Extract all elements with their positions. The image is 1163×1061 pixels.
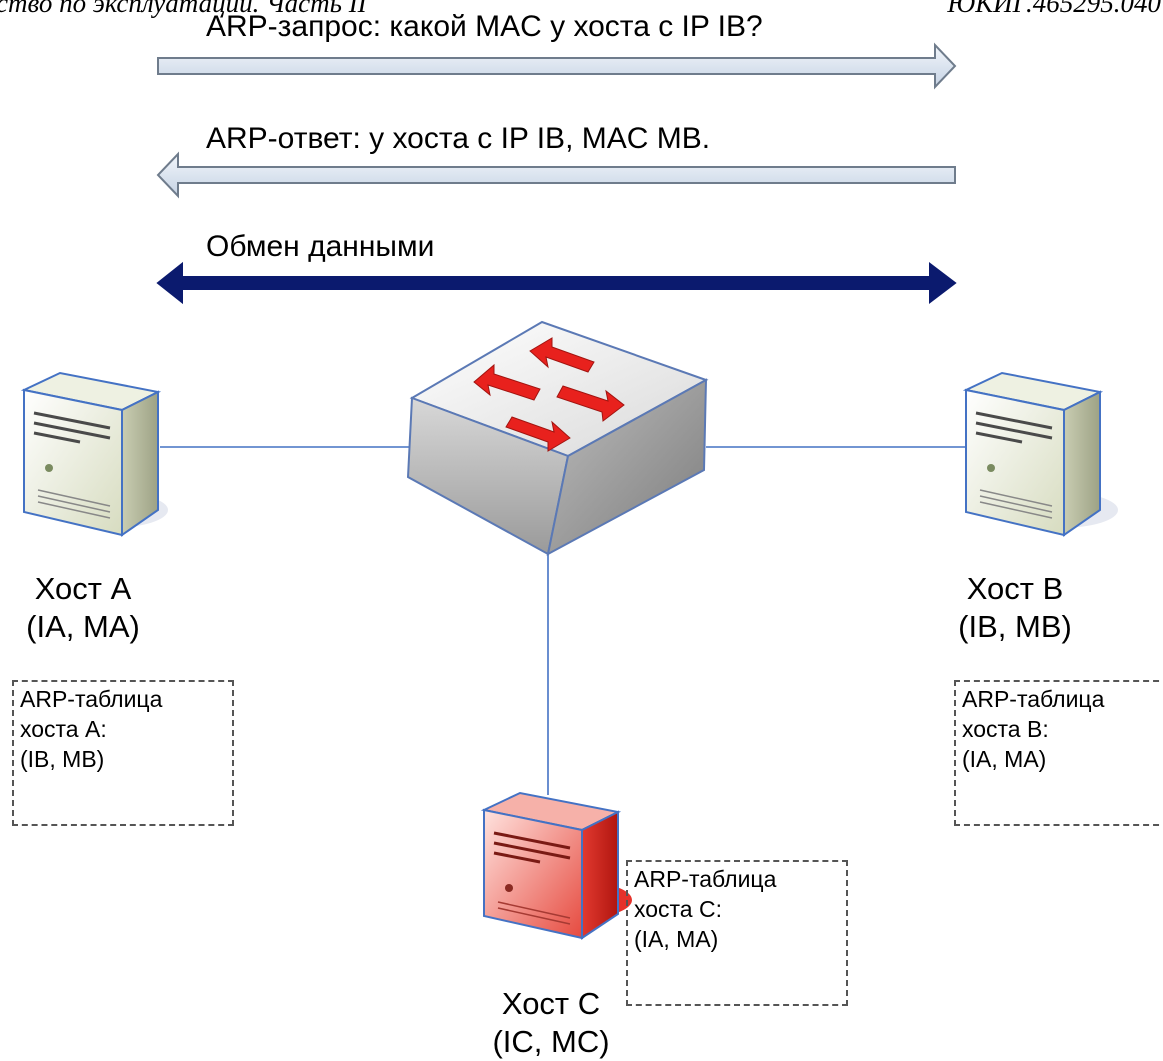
host-c-label: Хост C (IC, MC) (486, 985, 616, 1061)
host-c-address: (IC, MC) (492, 1024, 610, 1059)
server-b-icon (962, 371, 1118, 537)
switch-arrow-2 (473, 363, 541, 401)
arp-table-a-entry: (IB, MB) (20, 746, 105, 772)
arp-request-label: ARP-запрос: какой MAC у хоста с IP IB? (206, 10, 763, 43)
host-a-address: (IA, MA) (26, 609, 140, 644)
arp-table-b-entry: (IA, MA) (962, 746, 1047, 772)
server-c-icon (480, 791, 632, 940)
arp-table-a-subtitle: хоста A: (20, 716, 107, 742)
page-header-right: ЮКИГ.465295.040 (947, 0, 1161, 18)
host-c-name: Хост C (501, 986, 601, 1021)
arp-table-b-subtitle: хоста B: (962, 716, 1049, 742)
arp-reply-arrow (156, 151, 956, 199)
switch-arrow-1 (529, 337, 595, 373)
server-a-icon (20, 371, 168, 537)
switch-arrow-3 (556, 385, 625, 422)
arp-reply-label: ARP-ответ: у хоста с IP IB, MAC MB. (206, 122, 711, 155)
host-b-address: (IB, MB) (958, 609, 1072, 644)
host-b-name: Хост B (966, 571, 1064, 606)
arp-table-host-b: ARP-таблица хоста B: (IA, MA) (954, 680, 1163, 826)
switch-icon (406, 320, 709, 556)
arp-table-host-a: ARP-таблица хоста A: (IB, MB) (12, 680, 234, 826)
data-exchange-label: Обмен данными (206, 230, 435, 263)
arp-table-c-title: ARP-таблица (634, 866, 777, 892)
host-a-name: Хост A (34, 571, 132, 606)
host-a-label: Хост A (IA, MA) (18, 570, 148, 646)
arp-table-c-entry: (IA, MA) (634, 926, 719, 952)
host-b-label: Хост B (IB, MB) (950, 570, 1080, 646)
arp-request-arrow (157, 42, 957, 90)
switch-arrow-4 (505, 416, 571, 452)
page-header-left: ство по эксплуатации. Часть II (0, 0, 367, 18)
arp-table-b-title: ARP-таблица (962, 686, 1105, 712)
arp-table-a-title: ARP-таблица (20, 686, 163, 712)
arp-table-c-subtitle: хоста C: (634, 896, 722, 922)
data-exchange-arrow (156, 261, 957, 305)
arp-table-host-c: ARP-таблица хоста C: (IA, MA) (626, 860, 848, 1006)
